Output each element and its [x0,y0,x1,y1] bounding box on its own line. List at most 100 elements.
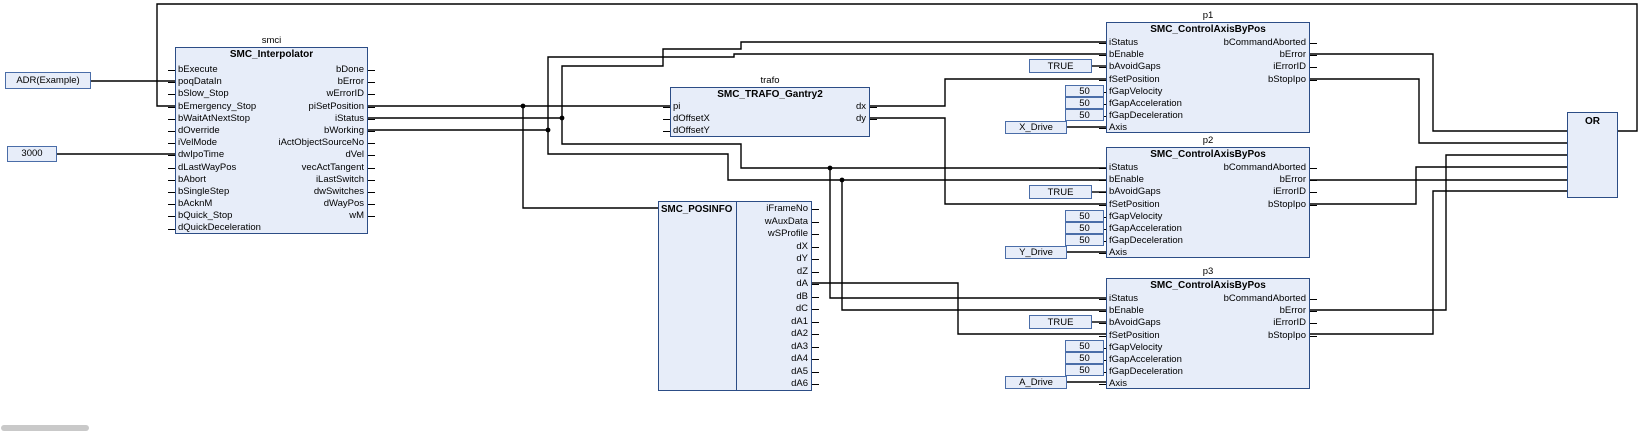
pin-bCommandAborted[interactable]: bCommandAborted [1107,162,1317,174]
pin-dC[interactable]: dC [738,303,819,316]
pin-bError[interactable]: bError [1107,174,1317,186]
pin-iStatus[interactable]: iStatus [1099,162,1309,174]
pin-dZ[interactable]: dZ [738,266,819,279]
pin-bEmergency_Stop[interactable]: bEmergency_Stop [168,101,367,113]
pin-dOverride[interactable]: dOverride [168,125,367,137]
pin-dVel[interactable]: dVel [176,149,375,161]
pin-bCommandAborted[interactable]: bCommandAborted [1107,37,1317,49]
pin-iStatus[interactable]: iStatus [1099,37,1309,49]
literal-gap-velocity-p1[interactable]: 50 [1065,85,1104,97]
pin-iActObjectSourceNo[interactable]: iActObjectSourceNo [176,137,375,149]
pin-iStatus[interactable]: iStatus [1099,293,1309,305]
pin-dA4[interactable]: dA4 [738,353,819,366]
literal-a-drive[interactable]: A_Drive [1005,376,1067,389]
pin-fSetPosition[interactable]: fSetPosition [1099,330,1309,342]
pin-fGapAcceleration[interactable]: fGapAcceleration [1099,98,1309,110]
literal-true-p2[interactable]: TRUE [1029,185,1092,199]
pin-dA1[interactable]: dA1 [738,316,819,329]
pin-bAvoidGaps[interactable]: bAvoidGaps [1099,186,1309,198]
pin-dOffsetY[interactable]: dOffsetY [663,125,869,137]
pin-bWaitAtNextStop[interactable]: bWaitAtNextStop [168,113,367,125]
horizontal-scrollbar-thumb[interactable] [1,425,89,431]
pin-bExecute[interactable]: bExecute [168,64,367,76]
literal-gap-deceleration-p1[interactable]: 50 [1065,109,1104,121]
literal-gap-deceleration-p3[interactable]: 50 [1065,364,1104,376]
pin-fGapVelocity[interactable]: fGapVelocity [1099,342,1309,354]
pin-dx[interactable]: dx [671,101,877,113]
literal-true-p1[interactable]: TRUE [1029,59,1092,73]
pin-fGapVelocity[interactable]: fGapVelocity [1099,86,1309,98]
pin-dwIpoTime[interactable]: dwIpoTime [168,149,367,161]
pin-iFrameNo[interactable]: iFrameNo [738,203,819,216]
pin-Axis[interactable]: Axis [1099,247,1309,259]
pin-bAvoidGaps[interactable]: bAvoidGaps [1099,317,1309,329]
literal-gap-acceleration-p3[interactable]: 50 [1065,352,1104,364]
pin-bSingleStep[interactable]: bSingleStep [168,186,367,198]
pin-poqDataIn[interactable]: poqDataIn [168,76,367,88]
pin-fGapDeceleration[interactable]: fGapDeceleration [1099,366,1309,378]
pin-wErrorID[interactable]: wErrorID [176,88,375,100]
pin-dy[interactable]: dy [671,113,877,125]
pin-dA3[interactable]: dA3 [738,341,819,354]
pin-bStopIpo[interactable]: bStopIpo [1107,199,1317,211]
pin-dA6[interactable]: dA6 [738,378,819,391]
pin-bCommandAborted[interactable]: bCommandAborted [1107,293,1317,305]
pin-dA5[interactable]: dA5 [738,366,819,379]
pin-dWayPos[interactable]: dWayPos [176,198,375,210]
pin-wSProfile[interactable]: wSProfile [738,228,819,241]
literal-gap-deceleration-p2[interactable]: 50 [1065,234,1104,246]
pin-dA2[interactable]: dA2 [738,328,819,341]
pin-fGapDeceleration[interactable]: fGapDeceleration [1099,235,1309,247]
literal-adr-example[interactable]: ADR(Example) [5,72,91,89]
pin-iVelMode[interactable]: iVelMode [168,137,367,149]
pin-bEnable[interactable]: bEnable [1099,174,1309,186]
pin-fSetPosition[interactable]: fSetPosition [1099,199,1309,211]
pin-dQuickDeceleration[interactable]: dQuickDeceleration [168,222,367,234]
pin-iErrorID[interactable]: iErrorID [1107,61,1317,73]
pin-fSetPosition[interactable]: fSetPosition [1099,74,1309,86]
pin-bWorking[interactable]: bWorking [176,125,375,137]
block-body[interactable]: OR [1567,112,1618,198]
pin-Axis[interactable]: Axis [1099,122,1309,134]
literal-true-p3[interactable]: TRUE [1029,315,1092,329]
pin-fGapVelocity[interactable]: fGapVelocity [1099,211,1309,223]
pin-iErrorID[interactable]: iErrorID [1107,317,1317,329]
pin-bEnable[interactable]: bEnable [1099,305,1309,317]
literal-gap-acceleration-p2[interactable]: 50 [1065,222,1104,234]
pin-wAuxData[interactable]: wAuxData [738,216,819,229]
literal-gap-velocity-p3[interactable]: 50 [1065,340,1104,352]
pin-iErrorID[interactable]: iErrorID [1107,186,1317,198]
pin-bDone[interactable]: bDone [176,64,375,76]
pin-dY[interactable]: dY [738,253,819,266]
block-or-gate[interactable]: OR [1567,112,1618,198]
pin-dOffsetX[interactable]: dOffsetX [663,113,869,125]
pin-bError[interactable]: bError [1107,305,1317,317]
pin-fGapAcceleration[interactable]: fGapAcceleration [1099,354,1309,366]
literal-gap-acceleration-p1[interactable]: 50 [1065,97,1104,109]
pin-wM[interactable]: wM [176,210,375,222]
pin-bAvoidGaps[interactable]: bAvoidGaps [1099,61,1309,73]
literal-gap-velocity-p2[interactable]: 50 [1065,210,1104,222]
pin-bError[interactable]: bError [176,76,375,88]
pin-dA[interactable]: dA [738,278,819,291]
pin-bQuick_Stop[interactable]: bQuick_Stop [168,210,367,222]
pin-bStopIpo[interactable]: bStopIpo [1107,74,1317,86]
pin-bError[interactable]: bError [1107,49,1317,61]
pin-dB[interactable]: dB [738,291,819,304]
pin-bAbort[interactable]: bAbort [168,174,367,186]
pin-dLastWayPos[interactable]: dLastWayPos [168,162,367,174]
pin-dX[interactable]: dX [738,241,819,254]
pin-fGapDeceleration[interactable]: fGapDeceleration [1099,110,1309,122]
pin-iLastSwitch[interactable]: iLastSwitch [176,174,375,186]
pin-piSetPosition[interactable]: piSetPosition [176,101,375,113]
